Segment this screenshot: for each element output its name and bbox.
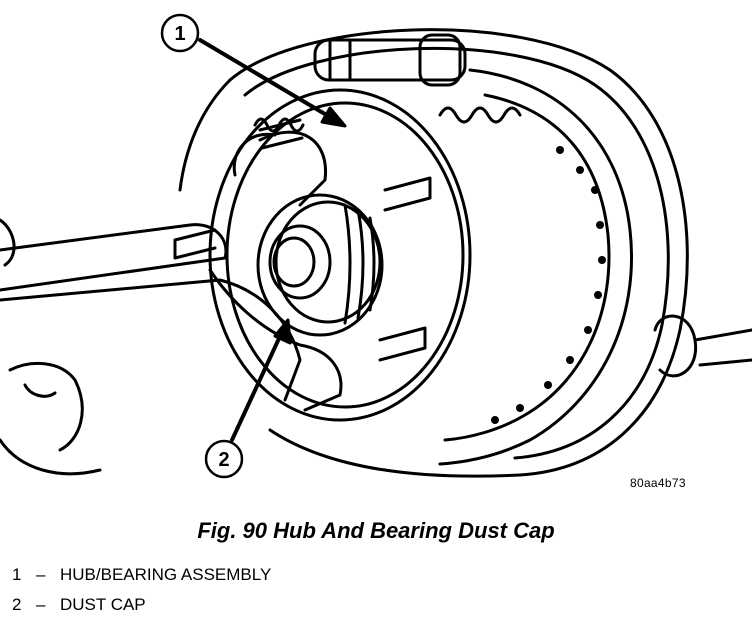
bearing-and-cap bbox=[256, 193, 384, 337]
wheel-studs bbox=[173, 118, 432, 362]
legend-separator: – bbox=[36, 595, 46, 614]
lining-rivets bbox=[491, 146, 606, 424]
callout-2 bbox=[204, 318, 292, 479]
callout-1-number: 1 bbox=[174, 23, 185, 45]
legend-separator: – bbox=[36, 565, 46, 584]
legend-number: 2 bbox=[12, 595, 22, 614]
callout-1 bbox=[160, 13, 347, 128]
backing-plate bbox=[178, 28, 689, 478]
legend-number: 1 bbox=[12, 565, 22, 584]
image-code: 80aa4b73 bbox=[630, 476, 686, 490]
legend-item: 2–DUST CAP bbox=[12, 590, 271, 620]
legend-item: 1–HUB/BEARING ASSEMBLY bbox=[12, 560, 271, 590]
return-springs bbox=[253, 106, 522, 133]
removal-tool bbox=[0, 130, 343, 412]
wheel-cylinder bbox=[313, 33, 467, 87]
figure-caption: Fig. 90 Hub And Bearing Dust Cap bbox=[197, 518, 555, 543]
callout-legend: 1–HUB/BEARING ASSEMBLY 2–DUST CAP bbox=[12, 560, 271, 620]
hub-dust-cap-illustration: 1 2 bbox=[0, 13, 752, 479]
axle-stub bbox=[653, 314, 752, 378]
legend-label: HUB/BEARING ASSEMBLY bbox=[60, 565, 272, 584]
legend-label: DUST CAP bbox=[60, 595, 146, 614]
brake-shoe bbox=[438, 68, 633, 466]
callout-2-number: 2 bbox=[218, 449, 229, 471]
hand bbox=[0, 218, 102, 476]
